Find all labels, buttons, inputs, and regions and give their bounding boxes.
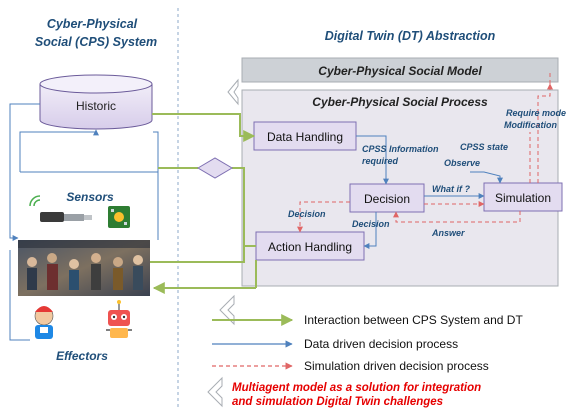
- modification-label: Modification: [504, 120, 557, 130]
- observe-label: Observe: [444, 158, 480, 168]
- legend: Interaction between CPS System and DT Da…: [212, 313, 523, 373]
- cps-model-label: Cyber-Physical Social Model: [318, 64, 482, 78]
- cps-dt-interaction-lines: [150, 113, 257, 294]
- what-if-label: What if ?: [432, 184, 470, 194]
- cps-blue-wiring: [9, 103, 159, 341]
- left-title-line-2: Social (CPS) System: [35, 35, 157, 49]
- legend-label-interaction: Interaction between CPS System and DT: [304, 313, 523, 327]
- cps-process-label: Cyber-Physical Social Process: [312, 95, 488, 109]
- simulation-label: Simulation: [495, 191, 551, 205]
- decision-edge-label-1: Decision: [288, 209, 326, 219]
- require-model-label: Require model: [506, 108, 566, 118]
- robot-effector-icon: [106, 300, 132, 338]
- decision-box: [349, 183, 425, 213]
- right-title: Digital Twin (DT) Abstraction: [325, 29, 496, 43]
- cpss-information-label: CPSS Information: [362, 144, 439, 154]
- crowd-photo: [18, 240, 150, 296]
- person-effector-icon: [34, 306, 54, 339]
- required-label: required: [362, 156, 399, 166]
- decision-label: Decision: [364, 192, 410, 206]
- decision-edge-label-2: Decision: [352, 219, 390, 229]
- cpss-state-label: CPSS state: [460, 142, 508, 152]
- data-handling-label: Data Handling: [267, 130, 343, 144]
- legend-label-simulation-driven: Simulation driven decision process: [304, 359, 489, 373]
- footnote-line-1: Multiagent model as a solution for integ…: [232, 382, 481, 394]
- historic-database: [39, 74, 153, 130]
- footnote-line-2: and simulation Digital Twin challenges: [232, 396, 443, 408]
- simulation-box: [483, 182, 563, 212]
- circuit-board-sensor-icon: [108, 206, 130, 228]
- legend-label-data-driven: Data driven decision process: [304, 337, 458, 351]
- chevron-left-icon: [227, 78, 239, 106]
- data-driven-arrows: [356, 135, 503, 249]
- chevron-footnote-icon: [207, 376, 223, 408]
- answer-label: Answer: [431, 228, 465, 238]
- action-handling-label: Action Handling: [268, 240, 352, 254]
- decision-diamond: [197, 157, 233, 179]
- left-title-line-1: Cyber-Physical: [47, 17, 138, 31]
- cps-model-box: [241, 57, 559, 83]
- chevron-down-left-icon: [219, 294, 235, 326]
- effectors-label: Effectors: [56, 349, 108, 363]
- simulation-driven-arrows: [297, 72, 553, 233]
- sensors-label: Sensors: [66, 190, 114, 204]
- usb-sensor-icon: [29, 195, 92, 222]
- historic-label: Historic: [76, 99, 116, 113]
